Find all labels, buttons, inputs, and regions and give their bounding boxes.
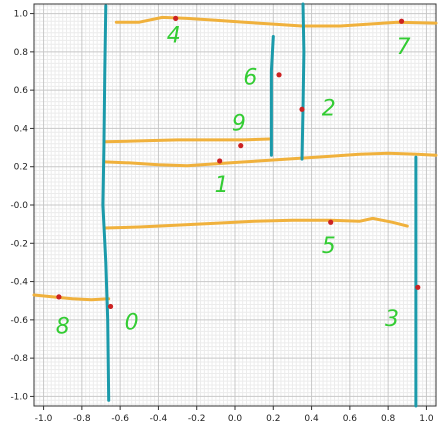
y-tick-label: -1.0 — [10, 392, 28, 402]
x-tick-label: -0.2 — [188, 414, 206, 424]
digit-label: 4 — [167, 24, 181, 49]
data-point — [415, 284, 421, 290]
major-grid — [34, 4, 436, 406]
digit-label: 6 — [243, 66, 257, 91]
x-tick-label: -1.0 — [35, 414, 53, 424]
digit-label: 0 — [125, 311, 139, 336]
digit-label: 8 — [56, 315, 70, 340]
digit-label: 3 — [385, 307, 399, 332]
horizontal-strokes — [32, 15, 438, 302]
y-tick-label: -0.8 — [10, 354, 28, 364]
y-tick-label: 1.0 — [14, 10, 29, 20]
data-point — [299, 106, 305, 112]
red-points — [56, 15, 421, 310]
x-tick-label: 1.0 — [419, 414, 434, 424]
data-point — [238, 143, 244, 149]
data-point — [217, 158, 223, 164]
vertical-stroke-v-0 — [101, 4, 111, 402]
digit-label: 9 — [232, 112, 246, 137]
vertical-strokes — [101, 2, 418, 408]
horizontal-stroke-h-5 — [103, 216, 409, 230]
horizontal-stroke-h-8 — [32, 293, 111, 302]
digit-labels: 4 7 6 2 9 1 5 8 0 3 — [56, 24, 411, 340]
y-tick-label: -0.6 — [10, 316, 28, 326]
digit-label: 1 — [215, 173, 229, 198]
y-tick-label: -0.0 — [10, 201, 28, 211]
y-tick-label: 0.8 — [14, 48, 29, 58]
y-tick-label: 0.6 — [14, 86, 29, 96]
x-tick-label: 0.2 — [266, 414, 280, 424]
digit-label: 5 — [322, 234, 336, 259]
x-tick-label: 0.0 — [228, 414, 243, 424]
y-tick-label: -0.2 — [10, 239, 28, 249]
y-axis-ticks: 1.0 0.8 0.6 0.4 0.2 -0.0 -0.2 -0.4 -0.6 -0.8 -1.0 — [10, 10, 34, 402]
x-tick-label: 0.6 — [343, 414, 358, 424]
x-tick-label: -0.4 — [150, 414, 168, 424]
x-tick-label: 0.8 — [381, 414, 396, 424]
y-tick-label: 0.2 — [14, 163, 28, 173]
horizontal-stroke-h-9 — [103, 137, 271, 144]
vertical-stroke-v-2 — [300, 2, 306, 161]
x-tick-label: -0.6 — [111, 414, 129, 424]
digit-label: 7 — [396, 35, 410, 60]
data-point — [328, 219, 334, 225]
y-tick-label: -0.4 — [10, 278, 28, 288]
vertical-stroke-v-6 — [269, 35, 275, 157]
data-point — [173, 15, 179, 21]
y-tick-label: 0.4 — [14, 124, 29, 134]
x-axis-ticks: -1.0 -0.8 -0.6 -0.4 -0.2 0.0 0.2 0.4 0.6 0.8 1.0 — [35, 406, 434, 424]
horizontal-stroke-h-4 — [114, 15, 438, 28]
data-point — [398, 18, 405, 24]
data-point — [276, 72, 282, 78]
x-tick-label: 0.4 — [304, 414, 319, 424]
data-point — [56, 294, 62, 300]
x-tick-label: -0.8 — [73, 414, 91, 424]
digit-label: 2 — [322, 96, 336, 121]
horizontal-stroke-h-1 — [103, 151, 438, 168]
data-point — [107, 303, 114, 310]
